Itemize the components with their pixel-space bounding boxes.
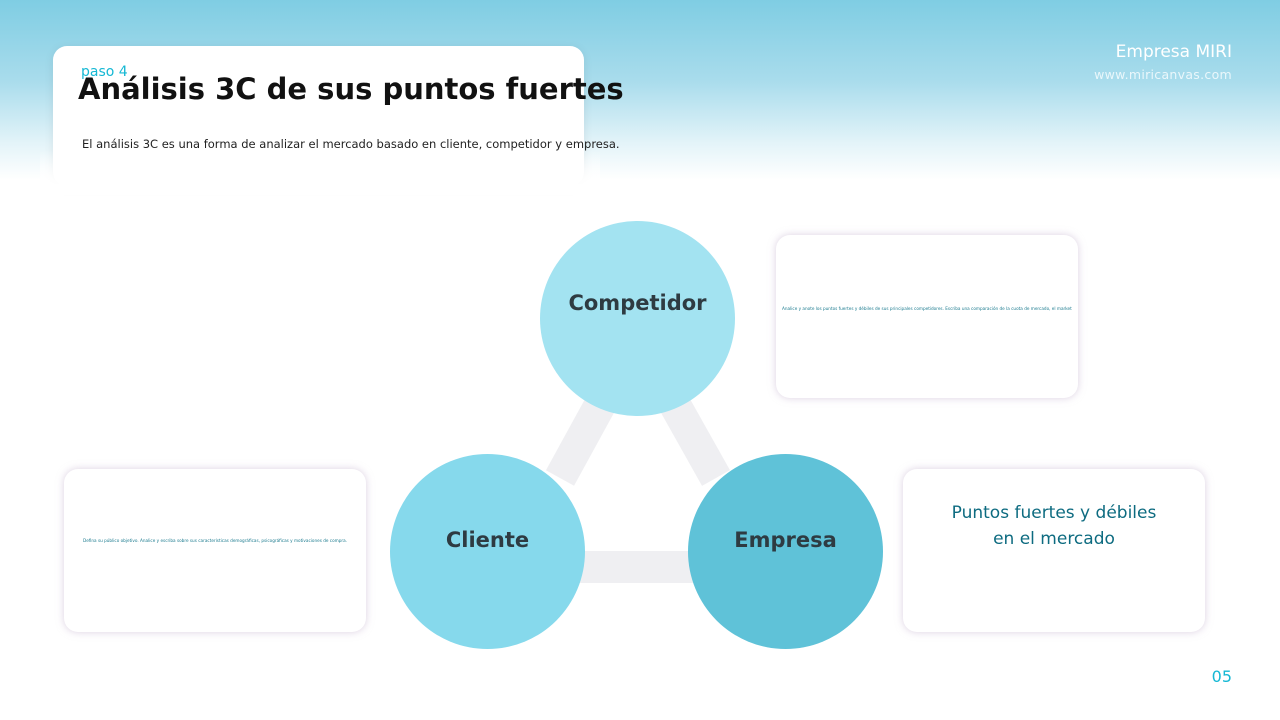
circle-empresa: Empresa xyxy=(688,454,883,649)
page-number: 05 xyxy=(1211,667,1232,686)
card-empresa-line1: Puntos fuertes y débiles xyxy=(951,503,1157,523)
card-cliente-text: Defina su público objetivo. Analice y es… xyxy=(82,538,348,543)
connector-competidor-cliente xyxy=(545,397,615,486)
circle-empresa-label: Empresa xyxy=(734,527,837,552)
brand-url: www.miricanvas.com xyxy=(1094,67,1232,82)
step-label: paso 4 xyxy=(81,64,128,80)
card-competidor-text: Analice y anote los puntos fuertes y déb… xyxy=(782,306,1072,311)
circle-competidor-label: Competidor xyxy=(568,290,707,315)
brand-name: Empresa MIRI xyxy=(1115,42,1232,62)
circle-competidor: Competidor xyxy=(540,221,735,416)
card-empresa-line2: en el mercado xyxy=(993,529,1115,549)
circle-cliente: Cliente xyxy=(390,454,585,649)
header-fade xyxy=(40,150,600,195)
card-empresa-text: Puntos fuertes y débiles en el mercado xyxy=(923,500,1185,552)
connector-competidor-empresa xyxy=(661,397,730,486)
card-empresa: Puntos fuertes y débiles en el mercado xyxy=(903,469,1205,632)
circle-cliente-label: Cliente xyxy=(445,527,530,552)
card-competidor: Analice y anote los puntos fuertes y déb… xyxy=(776,235,1078,398)
page-description: El análisis 3C es una forma de analizar … xyxy=(82,137,620,151)
card-cliente: Defina su público objetivo. Analice y es… xyxy=(64,469,366,632)
page-title: Análisis 3C de sus puntos fuertes xyxy=(78,72,624,106)
